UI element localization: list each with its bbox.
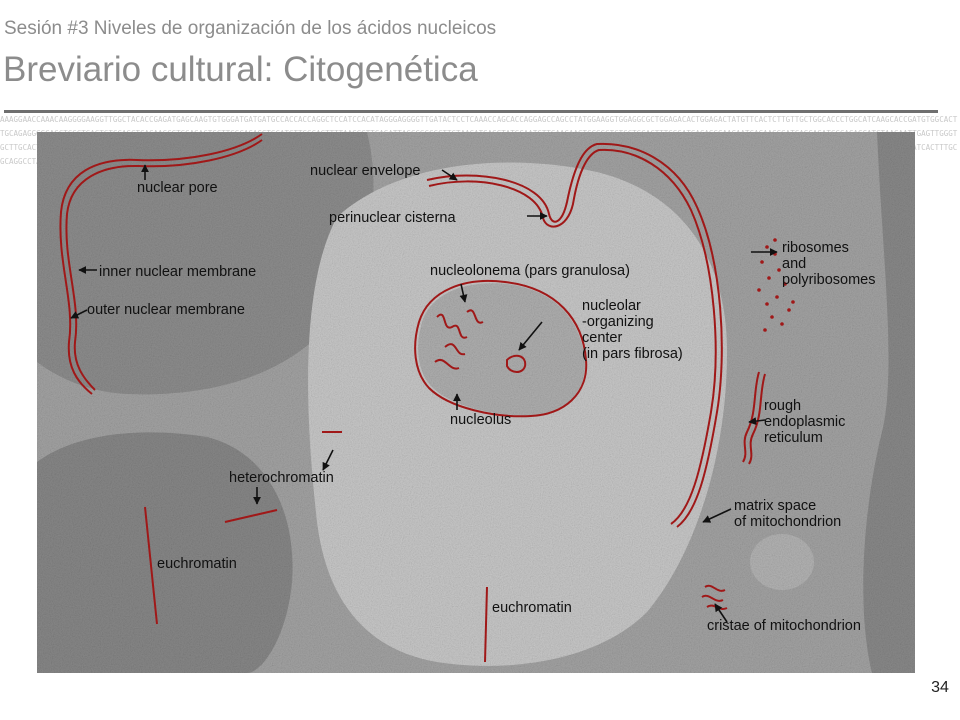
slide-number: 34 [923,674,957,702]
label-nucleolar-line4: (in pars fibrosa) [582,346,683,362]
upper-nucleus-envelope-inner [65,139,263,391]
subtitle: Sesión #3 Niveles de organización de los… [4,18,497,39]
label-inner-nuclear-membrane: inner nuclear membrane [99,264,257,280]
label-nuclear-envelope: nuclear envelope [310,163,421,179]
nucleolus-body [418,283,586,416]
label-rough-er-line2: endoplasmic [764,414,846,430]
label-cristae: cristae of mitochondrion [707,618,861,634]
label-rough-er-line1: rough [764,398,802,414]
label-matrix-line2: of mitochondrion [734,514,842,530]
label-euchromatin-left: euchromatin [157,556,237,572]
label-ribosomes-line2: and [782,256,807,272]
label-nucleolus: nucleolus [450,412,512,428]
organizing-center [506,354,527,373]
label-nucleolar-line3: center [582,330,623,346]
slide-title: Breviario cultural: Citogenética [3,50,478,89]
micrograph-drawing [37,132,915,673]
label-ribosomes-line3: polyribosomes [782,272,876,288]
label-outer-nuclear-membrane: outer nuclear membrane [87,302,245,318]
upper-nucleus-envelope [59,133,263,395]
title-divider [4,110,938,113]
heterochromatin-marker [224,431,342,523]
label-nucleolar-line1: nucleolar [582,298,641,314]
right-edge-cell [863,132,915,673]
mitochondrion [750,534,814,590]
label-nucleolonema: nucleolonema (pars granulosa) [430,263,630,279]
euchromatin-marker-left [144,506,158,625]
label-nuclear-pore: nuclear pore [137,180,218,196]
leader-arrows [70,164,778,623]
label-euchromatin-center: euchromatin [492,600,572,616]
cell-micrograph: nuclear pore nuclear envelope perinuclea… [37,132,915,673]
label-ribosomes-line1: ribosomes [782,240,849,256]
left-lower-nucleus [37,432,293,673]
central-envelope [426,142,723,528]
label-nucleolar-line2: -organizing [582,314,654,330]
euchromatin-marker-center [484,586,488,663]
label-perinuclear-cisterna: perinuclear cisterna [329,210,456,226]
nucleolonema-strands [434,309,484,370]
label-rough-er-line3: reticulum [764,430,823,446]
nucleolus-outline [414,280,588,418]
label-matrix-line1: matrix space [734,498,817,514]
rough-er [742,371,766,465]
left-upper-nucleus [37,132,374,395]
label-heterochromatin: heterochromatin [229,470,334,486]
